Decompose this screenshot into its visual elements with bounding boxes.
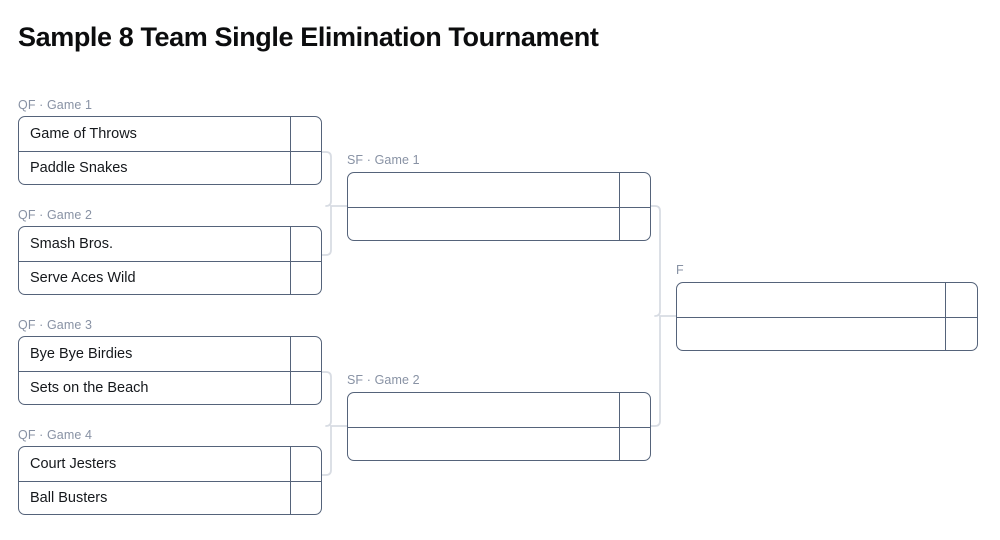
score-cell[interactable] [290, 371, 321, 404]
connector-qf3-qf4-to-sf2 [321, 371, 332, 476]
score-cell[interactable] [290, 227, 321, 261]
match-label-qf-game-4: QF · Game 4 [18, 428, 93, 442]
team-name: Serve Aces Wild [30, 269, 136, 286]
match-slot[interactable]: Paddle Snakes [19, 150, 321, 184]
team-name: Bye Bye Birdies [30, 345, 133, 362]
match-label-qf-game-2: QF · Game 2 [18, 208, 93, 222]
team-name: Game of Throws [30, 125, 137, 142]
score-cell[interactable] [290, 261, 321, 294]
score-cell[interactable] [290, 117, 321, 151]
team-name: Ball Busters [30, 489, 108, 506]
match-slot[interactable]: Bye Bye Birdies [19, 337, 321, 371]
team-name: Sets on the Beach [30, 379, 149, 396]
match-box-sf-game-2[interactable] [347, 392, 651, 461]
team-name: Court Jesters [30, 455, 117, 472]
match-slot[interactable] [677, 283, 977, 317]
match-label-sf-game-2: SF · Game 2 [347, 373, 420, 387]
score-cell[interactable] [290, 447, 321, 481]
match-box-final[interactable] [676, 282, 978, 351]
match-box-sf-game-1[interactable] [347, 172, 651, 241]
match-label-final: F [676, 263, 684, 277]
match-box-qf-game-3[interactable]: Bye Bye Birdies Sets on the Beach [18, 336, 322, 405]
match-slot[interactable] [677, 316, 977, 350]
score-cell[interactable] [619, 427, 650, 460]
page-title: Sample 8 Team Single Elimination Tournam… [18, 22, 599, 52]
match-slot[interactable]: Court Jesters [19, 447, 321, 481]
match-box-qf-game-2[interactable]: Smash Bros. Serve Aces Wild [18, 226, 322, 295]
match-slot[interactable] [348, 206, 650, 240]
match-slot[interactable]: Ball Busters [19, 480, 321, 514]
match-slot[interactable] [348, 426, 650, 460]
score-cell[interactable] [619, 393, 650, 427]
score-cell[interactable] [619, 207, 650, 240]
team-name: Paddle Snakes [30, 159, 128, 176]
score-cell[interactable] [619, 173, 650, 207]
match-box-qf-game-4[interactable]: Court Jesters Ball Busters [18, 446, 322, 515]
match-slot[interactable]: Serve Aces Wild [19, 260, 321, 294]
team-name: Smash Bros. [30, 235, 113, 252]
match-slot[interactable]: Sets on the Beach [19, 370, 321, 404]
connector-sf1-sf2-to-final [650, 205, 661, 427]
match-slot[interactable] [348, 393, 650, 427]
score-cell[interactable] [290, 337, 321, 371]
match-label-sf-game-1: SF · Game 1 [347, 153, 420, 167]
score-cell[interactable] [290, 481, 321, 514]
score-cell[interactable] [945, 317, 977, 350]
match-label-qf-game-3: QF · Game 3 [18, 318, 93, 332]
score-cell[interactable] [945, 283, 977, 317]
match-slot[interactable]: Game of Throws [19, 117, 321, 151]
match-label-qf-game-1: QF · Game 1 [18, 98, 93, 112]
match-slot[interactable]: Smash Bros. [19, 227, 321, 261]
match-box-qf-game-1[interactable]: Game of Throws Paddle Snakes [18, 116, 322, 185]
connector-qf1-qf2-to-sf1 [321, 151, 332, 256]
match-slot[interactable] [348, 173, 650, 207]
score-cell[interactable] [290, 151, 321, 184]
